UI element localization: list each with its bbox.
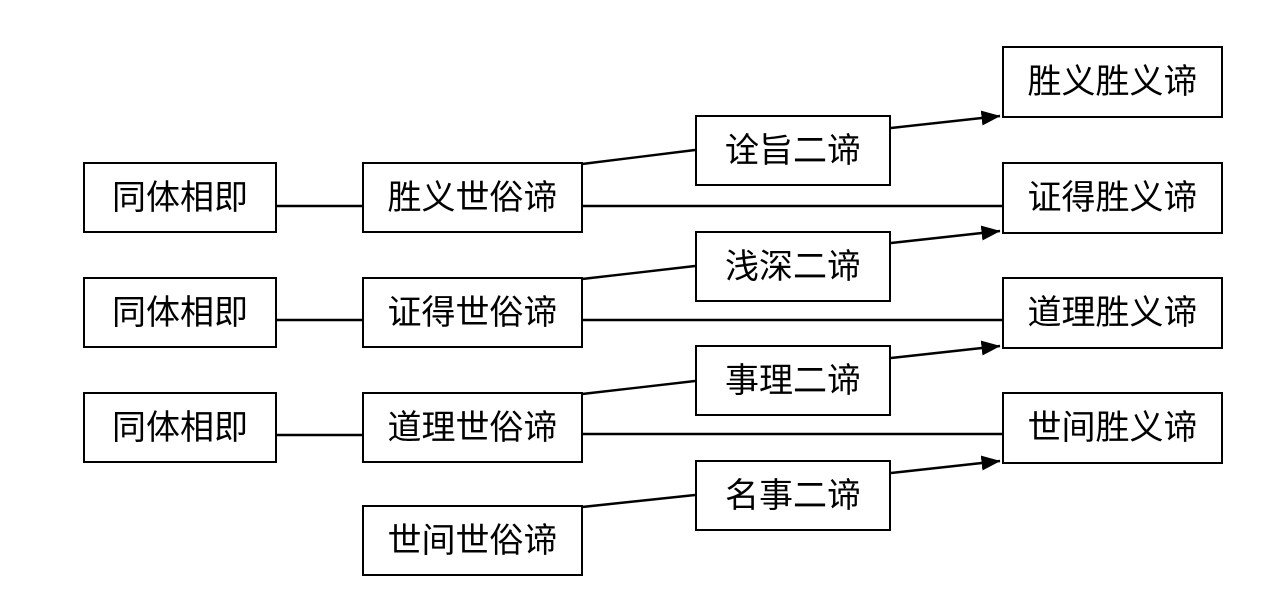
edge-pair1-ultimate1-arrow [890, 110, 1001, 130]
edge-worldly1-pair1 [581, 148, 696, 166]
node-pair-1: 诠旨二谛 [695, 115, 891, 186]
node-identity-3: 同体相即 [83, 392, 277, 463]
edge-worldly4-pair4 [581, 493, 696, 509]
node-worldly-truth-1: 胜义世俗谛 [362, 162, 583, 233]
node-ultimate-truth-2: 证得胜义谛 [1002, 162, 1223, 234]
node-pair-3: 事理二谛 [695, 345, 891, 416]
node-ultimate-truth-1: 胜义胜义谛 [1002, 46, 1223, 118]
node-ultimate-truth-4: 世间胜义谛 [1002, 392, 1223, 464]
edge-pair2-ultimate2-arrow [890, 225, 1001, 245]
node-worldly-truth-3: 道理世俗谛 [362, 392, 583, 463]
node-identity-1: 同体相即 [83, 162, 277, 233]
node-worldly-truth-4: 世间世俗谛 [362, 505, 583, 576]
edge-worldly2-pair2 [581, 264, 696, 281]
edge-pair4-ultimate4-arrow [890, 455, 1001, 475]
edge-worldly3-pair3 [581, 379, 696, 396]
edge-pair3-ultimate3-arrow [890, 340, 1001, 360]
node-pair-4: 名事二谛 [695, 460, 891, 531]
node-identity-2: 同体相即 [83, 277, 277, 348]
node-worldly-truth-2: 证得世俗谛 [362, 277, 583, 348]
node-pair-2: 浅深二谛 [695, 231, 891, 302]
node-ultimate-truth-3: 道理胜义谛 [1002, 277, 1223, 349]
